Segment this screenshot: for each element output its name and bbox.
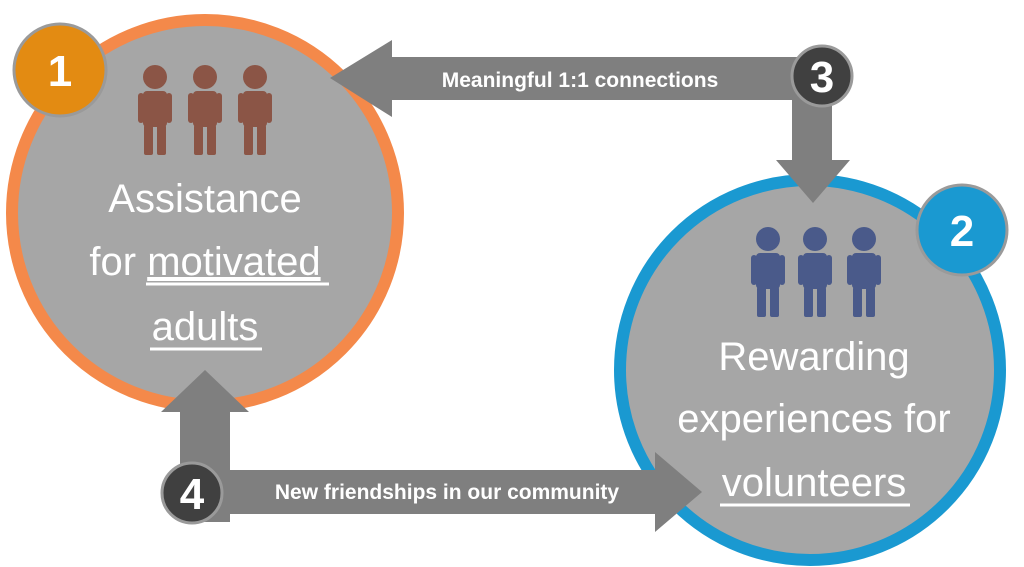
arrow-top-label: Meaningful 1:1 connections	[442, 69, 719, 92]
adults-line3: adults	[152, 305, 259, 349]
arrow-top-down-head	[776, 160, 850, 203]
badge-1: 1	[12, 22, 108, 118]
arrow-top-left-head	[330, 40, 832, 117]
badge-3: 3	[790, 44, 854, 108]
volunteers-line2: experiences for	[677, 397, 950, 441]
circle-adults: Assistance for motivated adults	[6, 14, 404, 412]
arrow-bottom-label: New friendships in our community	[275, 481, 620, 504]
adults-line1: Assistance	[108, 177, 301, 221]
badge-2-number: 2	[950, 207, 974, 256]
arrow-bottom-right-head	[180, 452, 702, 532]
volunteers-line3: volunteers	[722, 461, 907, 505]
badge-3-number: 3	[810, 53, 834, 102]
badge-2: 2	[915, 183, 1009, 277]
circle-volunteers: Rewarding experiences for volunteers	[614, 174, 1006, 566]
arrow-bottom-up-head	[161, 370, 249, 412]
badge-4: 4	[160, 461, 224, 525]
volunteers-line1: Rewarding	[718, 335, 909, 379]
arrow-top	[330, 40, 850, 203]
badge-4-number: 4	[180, 470, 205, 519]
adults-line2: for motivated	[89, 240, 320, 284]
badge-1-number: 1	[48, 47, 72, 96]
adults-line2-underlined: motivated	[147, 240, 320, 284]
adults-line2-prefix: for	[89, 240, 147, 284]
